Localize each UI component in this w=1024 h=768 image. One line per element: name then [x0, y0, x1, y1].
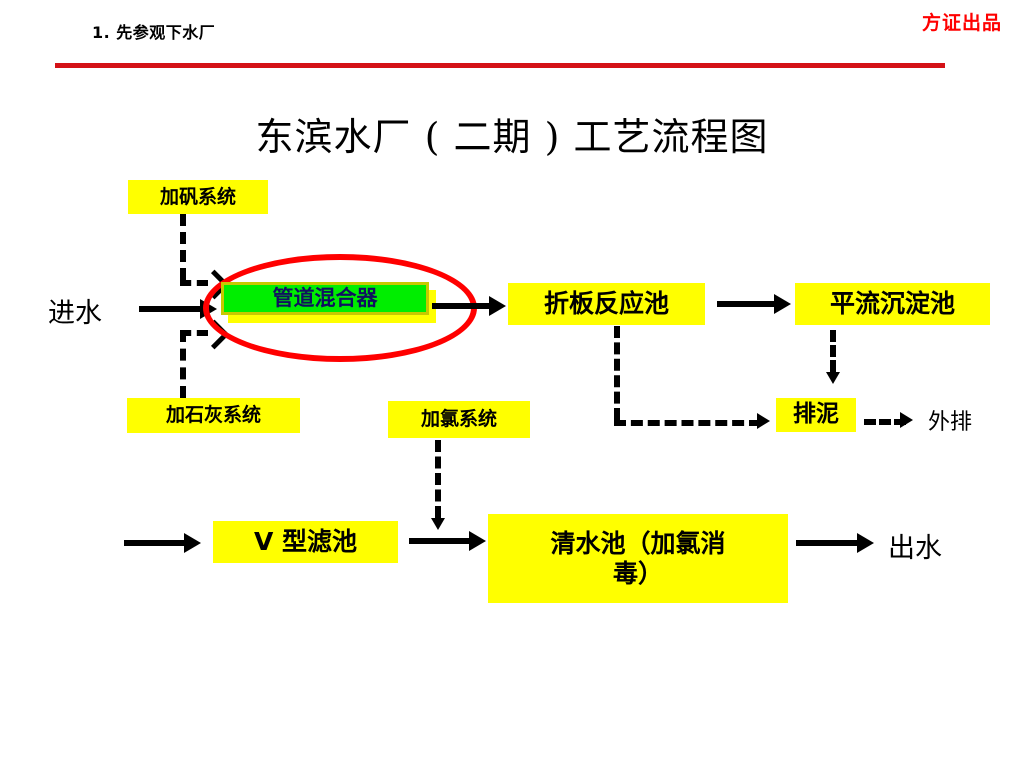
node-horizontal-sedimentation[interactable]: 平流沉淀池	[795, 283, 990, 325]
arrowhead-lime-feed-icon	[199, 319, 230, 350]
connector-sludge-to-external	[864, 419, 906, 425]
connector-alum-horizontal	[180, 280, 208, 286]
connector-alum-vertical	[180, 214, 186, 280]
connector-clearwell-to-outlet	[796, 540, 862, 546]
arrowhead-outlet-icon	[857, 533, 874, 553]
node-folded-plate-reactor[interactable]: 折板反应池	[508, 283, 705, 325]
arrowhead-sludge-inflow-icon	[757, 413, 770, 429]
node-lime-dosing[interactable]: 加石灰系统	[127, 398, 300, 433]
header-divider	[55, 63, 945, 68]
node-alum-dosing[interactable]: 加矾系统	[128, 180, 268, 214]
node-chlorine-dosing[interactable]: 加氯系统	[388, 401, 530, 438]
connector-reactor-sludge-vertical	[614, 326, 620, 420]
arrowhead-filter-to-clearwell-icon	[469, 531, 486, 551]
node-clear-well[interactable]: 清水池（加氯消 毒）	[488, 514, 788, 603]
arrowhead-sedimentation-sludge-icon	[826, 372, 840, 384]
arrowhead-external-discharge-icon	[900, 412, 913, 428]
node-clear-well-line2: 毒）	[612, 558, 663, 588]
arrowhead-mixer-to-reactor-icon	[489, 296, 506, 316]
label-outlet: 出水	[888, 533, 942, 564]
connector-mixer-to-reactor	[432, 303, 494, 309]
connector-reactor-sludge-horizontal	[614, 420, 761, 426]
connector-lime-horizontal	[180, 330, 208, 336]
connector-filter-to-clearwell	[409, 538, 474, 544]
connector-inlet-line	[139, 306, 204, 312]
connector-sedimentation-sludge-vertical	[830, 330, 836, 372]
arrowhead-chlorine-feed-icon	[431, 518, 445, 530]
label-external-discharge: 外排	[928, 410, 973, 435]
connector-reactor-to-sedimentation	[717, 301, 779, 307]
label-inlet: 进水	[48, 298, 102, 329]
node-v-type-filter[interactable]: V 型滤池	[213, 521, 398, 563]
connector-lime-vertical	[180, 330, 186, 398]
brand-watermark: 方证出品	[921, 12, 1002, 34]
connector-chlorine-vertical	[435, 440, 441, 518]
connector-row2-inflow	[124, 540, 188, 546]
arrowhead-inlet-icon	[200, 299, 217, 319]
arrowhead-reactor-to-sedimentation-icon	[774, 294, 791, 314]
header-kicker: 1. 先参观下水厂	[92, 23, 216, 42]
arrowhead-row2-inflow-icon	[184, 533, 201, 553]
node-sludge-discharge[interactable]: 排泥	[776, 398, 856, 432]
node-pipe-mixer[interactable]: 管道混合器	[221, 282, 429, 315]
node-clear-well-line1: 清水池（加氯消	[550, 529, 726, 558]
page-title: 东滨水厂 ( 二期 ) 工艺流程图	[255, 115, 769, 159]
